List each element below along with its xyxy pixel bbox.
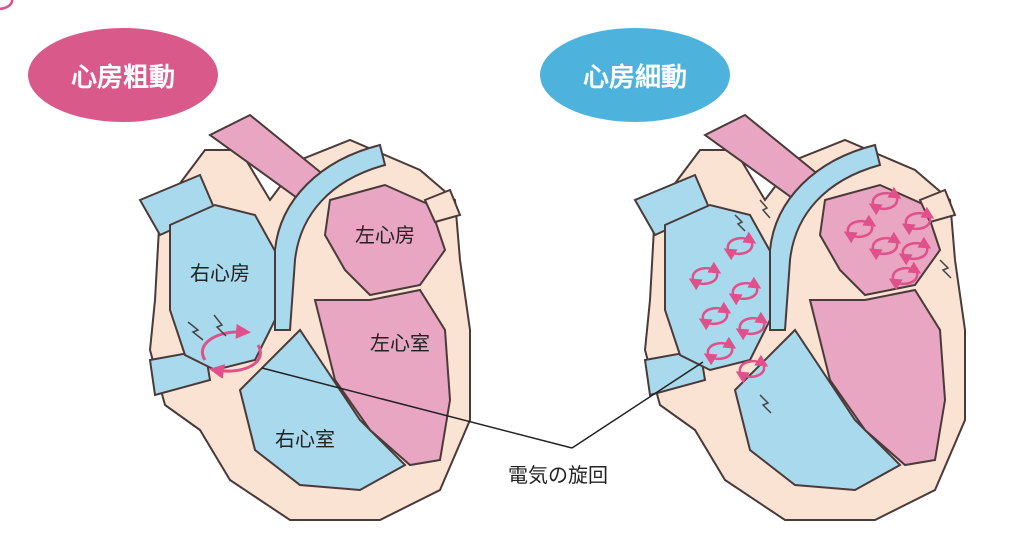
label-electrical-circulation: 電気の旋回 <box>508 463 608 487</box>
title-atrial-flutter: 心房粗動 <box>28 28 218 122</box>
pointer-lines <box>261 361 704 449</box>
spark-icon <box>187 314 227 341</box>
fibrillation-reentry-arrows <box>0 0 930 377</box>
label-right-atrium: 右心房 <box>190 261 250 285</box>
flutter-reentry-arrows <box>201 323 262 379</box>
label-right-ventricle: 右心室 <box>275 427 335 451</box>
title-atrial-fibrillation: 心房細動 <box>540 28 730 122</box>
label-left-ventricle: 左心室 <box>370 331 430 355</box>
heart-flutter <box>139 114 471 521</box>
heart-fibrillation <box>634 114 966 521</box>
label-left-atrium: 左心房 <box>355 223 415 247</box>
spark-icon <box>734 199 952 414</box>
